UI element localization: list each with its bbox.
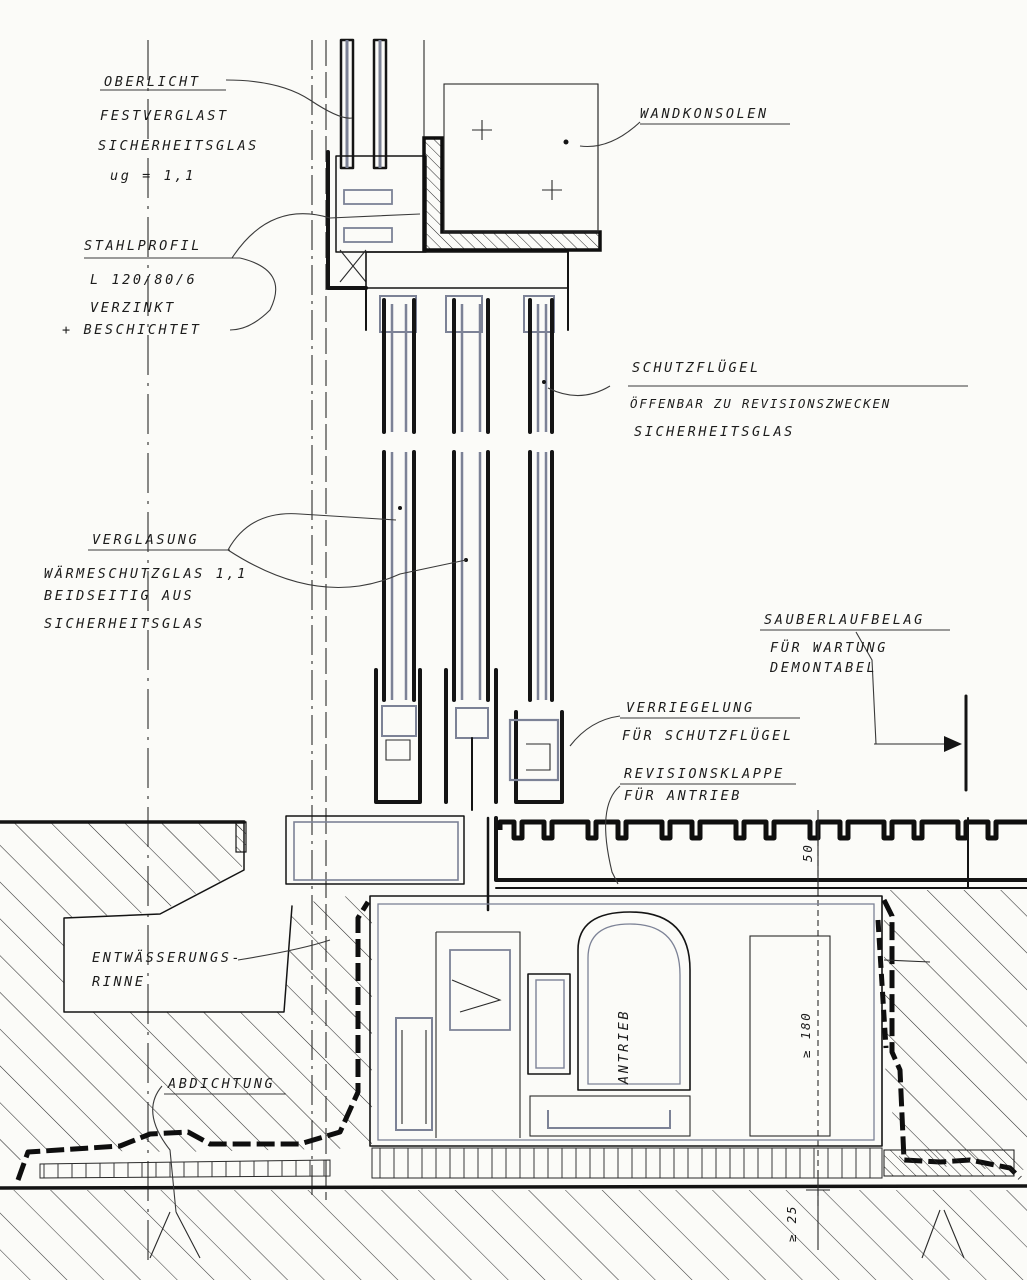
label-sauberlauf-3: DEMONTABEL	[769, 660, 877, 676]
floor-slab	[0, 820, 1027, 1280]
annotation-verglasung: VERGLASUNG WÄRMESCHUTZGLAS 1,1 BEIDSEITI…	[44, 532, 248, 632]
annotation-revisionsklappe: REVISIONSKLAPPE FÜR ANTRIEB	[620, 766, 796, 804]
label-entwaesserung-2: RINNE	[92, 974, 146, 990]
glazing-panes	[382, 298, 554, 702]
label-schutzfluegel-3: SICHERHEITSGLAS	[634, 424, 795, 440]
walk-off-grate	[497, 817, 1027, 889]
annotation-antrieb: ANTRIEB	[616, 1009, 632, 1085]
label-antrieb: ANTRIEB	[616, 1009, 632, 1085]
leader-lines	[149, 79, 968, 1259]
drive-housing	[369, 895, 931, 1179]
dimension-texts: 50 ≥ 180 ≥ 25	[784, 843, 815, 1242]
annotation-entwaesserung: ENTWÄSSERUNGS- RINNE	[92, 948, 242, 990]
label-revisionsklappe-2: FÜR ANTRIEB	[624, 786, 742, 804]
label-oberlicht-3: SICHERHEITSGLAS	[98, 138, 259, 154]
sill-and-revision-hatch	[285, 815, 1027, 912]
annotation-sauberlauf: SAUBERLAUFBELAG FÜR WARTUNG DEMONTABEL	[760, 612, 950, 676]
label-verglasung-4: SICHERHEITSGLAS	[44, 616, 205, 632]
label-sauberlauf-1: SAUBERLAUFBELAG	[764, 612, 925, 628]
dim-180: ≥ 180	[798, 1011, 813, 1058]
label-verglasung-1: VERGLASUNG	[92, 532, 199, 548]
label-verriegelung-2: FÜR SCHUTZFLÜGEL	[622, 726, 794, 744]
label-wandkonsolen: WANDKONSOLEN	[640, 106, 769, 122]
steel-angle-profile	[422, 136, 602, 252]
label-oberlicht-4: ug = 1,1	[110, 168, 196, 184]
label-schutzfluegel-1: SCHUTZFLÜGEL	[632, 358, 761, 376]
label-stahlprofil-2: L 120/80/6	[90, 272, 197, 288]
label-oberlicht-2: FESTVERGLAST	[100, 108, 229, 124]
waterproofing-layer	[15, 898, 1022, 1181]
annotation-oberlicht: OBERLICHT FESTVERGLAST SICHERHEITSGLAS u…	[98, 74, 259, 184]
label-stahlprofil-4: + BESCHICHTET	[62, 322, 201, 338]
label-sauberlauf-2: FÜR WARTUNG	[770, 638, 888, 656]
label-abdichtung: ABDICHTUNG	[167, 1076, 275, 1092]
annotation-verriegelung: VERRIEGELUNG FÜR SCHUTZFLÜGEL	[620, 700, 800, 744]
annotation-stahlprofil: STAHLPROFIL L 120/80/6 VERZINKT + BESCHI…	[62, 238, 240, 338]
bottom-frames	[374, 668, 564, 811]
annotation-schutzfluegel: SCHUTZFLÜGEL ÖFFENBAR ZU REVISIONSZWECKE…	[628, 358, 968, 440]
label-stahlprofil-3: VERZINKT	[90, 300, 176, 316]
label-schutzfluegel-2: ÖFFENBAR ZU REVISIONSZWECKEN	[630, 395, 891, 411]
annotation-wandkonsolen: WANDKONSOLEN	[640, 106, 790, 125]
label-revisionsklappe-1: REVISIONSKLAPPE	[624, 766, 785, 782]
upper-fixed-glazing	[326, 38, 427, 290]
label-entwaesserung-1: ENTWÄSSERUNGS-	[92, 948, 242, 966]
wall-console	[443, 83, 599, 233]
label-oberlicht-1: OBERLICHT	[104, 74, 201, 90]
dim-50: 50	[800, 843, 815, 862]
label-verglasung-2: WÄRMESCHUTZGLAS 1,1	[44, 564, 248, 582]
label-verglasung-3: BEIDSEITIG AUS	[44, 588, 194, 604]
dimension-lines	[806, 816, 830, 1250]
dim-25: ≥ 25	[784, 1205, 799, 1242]
label-verriegelung-1: VERRIEGELUNG	[626, 700, 755, 716]
frame-header	[365, 251, 569, 333]
label-stahlprofil-1: STAHLPROFIL	[84, 238, 202, 254]
annotation-abdichtung: ABDICHTUNG	[164, 1076, 286, 1095]
